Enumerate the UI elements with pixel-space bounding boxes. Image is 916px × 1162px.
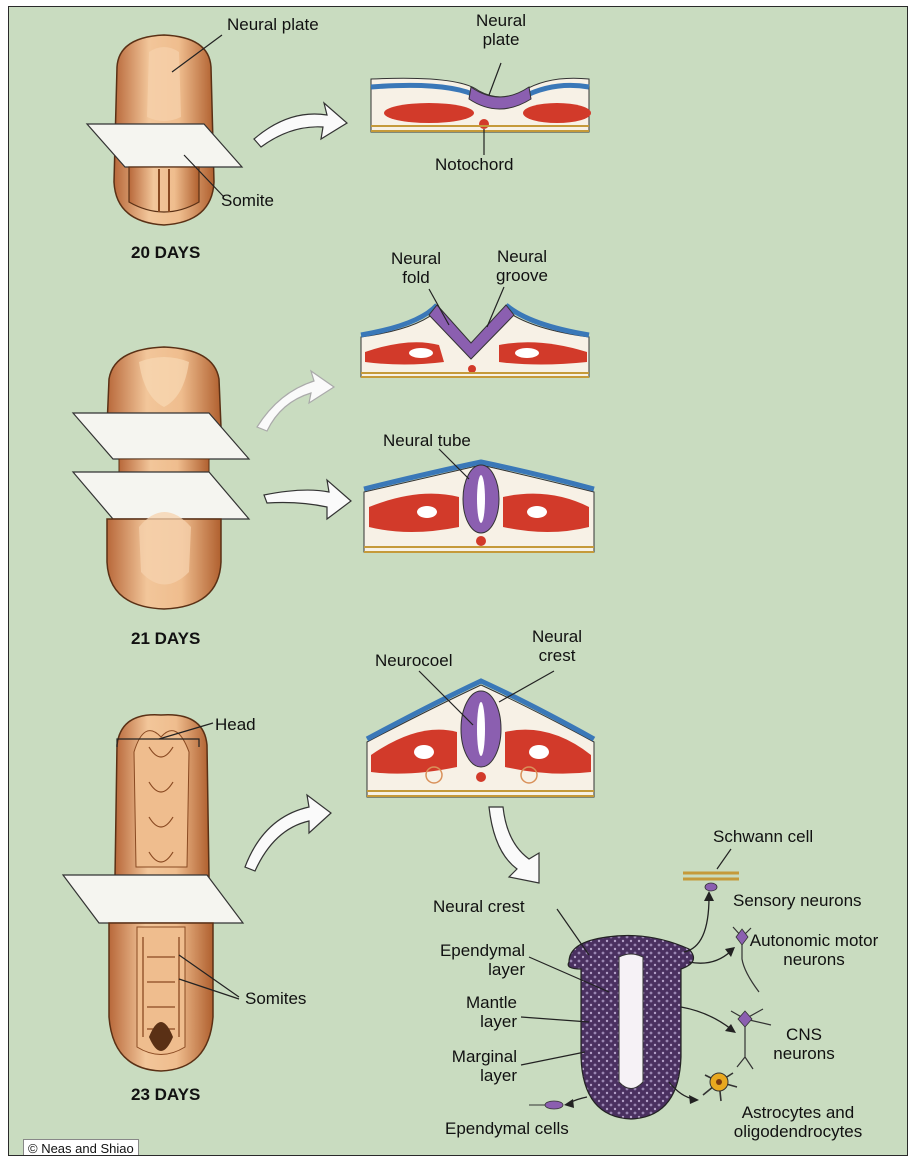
arrow-down-detail xyxy=(489,807,539,883)
copyright-notice: © Neas and Shiao xyxy=(23,1139,139,1156)
label-somites: Somites xyxy=(245,989,306,1008)
embryo-21-days xyxy=(73,347,249,609)
section-20-days xyxy=(371,78,591,132)
schwann-cell-icon xyxy=(683,873,739,891)
diagram-drawing xyxy=(9,7,908,1156)
label-ependymal-cells: Ependymal cells xyxy=(445,1119,569,1138)
label-cns-neurons: CNS neurons xyxy=(769,1025,839,1063)
stage-20-days: 20 DAYS xyxy=(131,243,200,263)
leader-mantle-layer xyxy=(521,1017,589,1022)
label-neural-plate-embryo: Neural plate xyxy=(227,15,319,34)
label-notochord: Notochord xyxy=(435,155,513,174)
leader-neural-crest-section xyxy=(499,671,554,702)
label-head: Head xyxy=(215,715,256,734)
label-neural-crest-section: Neural crest xyxy=(527,627,587,665)
arrow-to-autonomic xyxy=(689,951,731,963)
arrow-head-ependymal-cells xyxy=(564,1099,574,1108)
leader-schwann-cell xyxy=(717,849,731,869)
leader-neural-plate-section xyxy=(489,63,501,95)
section-21-groove xyxy=(361,305,589,377)
stage-21-days: 21 DAYS xyxy=(131,629,200,649)
astrocyte-icon xyxy=(703,1073,737,1101)
label-somite: Somite xyxy=(221,191,274,210)
arrow-21-groove xyxy=(257,371,334,431)
label-marginal-layer: Marginal layer xyxy=(437,1047,517,1085)
section-21-tube xyxy=(364,462,594,552)
label-neural-crest-detail: Neural crest xyxy=(433,897,525,916)
label-astrocytes-oligodendrocytes: Astrocytes and oligodendrocytes xyxy=(693,1103,903,1141)
arrow-to-sensory xyxy=(684,897,709,952)
arrow-23-section xyxy=(245,795,331,871)
arrow-20-section xyxy=(254,103,347,147)
label-neural-tube: Neural tube xyxy=(383,431,471,450)
ependymal-cell-icon xyxy=(529,1101,563,1109)
label-neural-fold: Neural fold xyxy=(381,249,451,287)
arrow-21-tube xyxy=(264,480,351,519)
stage-23-days: 23 DAYS xyxy=(131,1085,200,1105)
embryo-20-days xyxy=(87,35,242,225)
embryo-23-days xyxy=(63,715,243,1071)
label-neural-groove: Neural groove xyxy=(487,247,557,285)
label-mantle-layer: Mantle layer xyxy=(437,993,517,1031)
neural-tube-detail xyxy=(568,936,693,1120)
leader-neural-crest-detail xyxy=(557,909,589,955)
label-ependymal-layer: Ependymal layer xyxy=(425,941,525,979)
diagram-frame: Neural plate Somite 20 DAYS Neural plate… xyxy=(8,6,908,1156)
leader-marginal-layer xyxy=(521,1052,585,1065)
label-autonomic-motor-neurons: Autonomic motor neurons xyxy=(749,931,879,969)
label-sensory-neurons: Sensory neurons xyxy=(733,891,862,910)
section-23-days xyxy=(367,681,594,797)
label-neurocoel: Neurocoel xyxy=(375,651,453,670)
label-neural-plate-section: Neural plate xyxy=(471,11,531,49)
arrow-to-cns xyxy=(681,1007,731,1029)
cns-neuron-icon xyxy=(731,1009,771,1069)
label-schwann-cell: Schwann cell xyxy=(713,827,813,846)
arrow-head-sensory xyxy=(704,891,714,901)
